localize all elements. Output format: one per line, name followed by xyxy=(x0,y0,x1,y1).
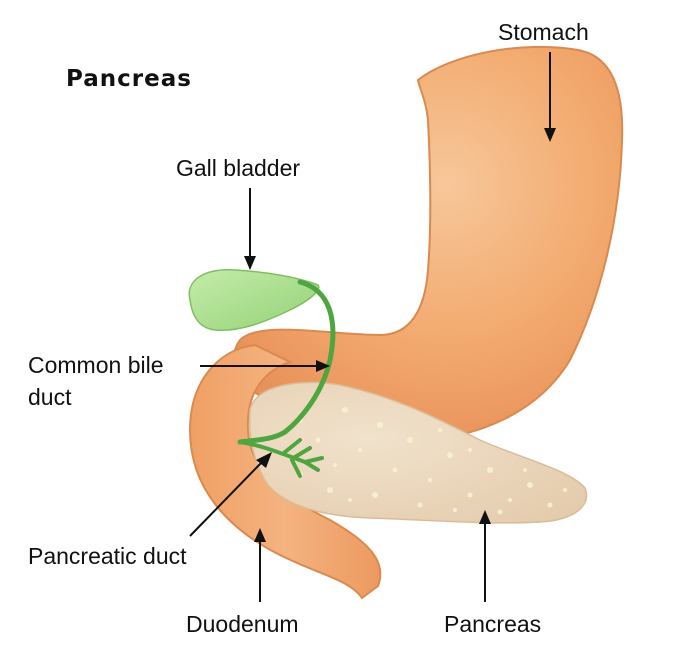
pancreas-arrowhead xyxy=(479,510,491,524)
gall-bladder-label: Gall bladder xyxy=(176,155,300,181)
common-bile-duct xyxy=(237,279,336,445)
gall-bladder-arrowhead xyxy=(244,256,256,270)
stomach-shape xyxy=(233,45,624,442)
pancreatic-duct-arrowhead xyxy=(256,452,272,468)
pancreatic-duct-leader xyxy=(189,461,263,537)
common-bile-duct-label-line1: Common bile xyxy=(28,352,164,378)
pancreas-shape xyxy=(248,381,588,524)
stomach-arrowhead xyxy=(544,128,556,142)
duodenum-label: Duodenum xyxy=(186,611,299,637)
diagram-title: Pancreas xyxy=(66,66,192,92)
common-bile-duct-label-line2: duct xyxy=(28,384,72,410)
duodenum-shape xyxy=(188,343,382,600)
stomach-label: Stomach xyxy=(498,19,589,45)
common-bile-duct-arrowhead xyxy=(316,360,330,372)
pancreatic-duct xyxy=(238,438,324,478)
pancreas-label: Pancreas xyxy=(444,611,541,637)
gall-bladder-shape xyxy=(188,269,320,331)
duodenum-arrowhead xyxy=(254,528,266,542)
pancreatic-duct-label: Pancreatic duct xyxy=(28,543,187,569)
